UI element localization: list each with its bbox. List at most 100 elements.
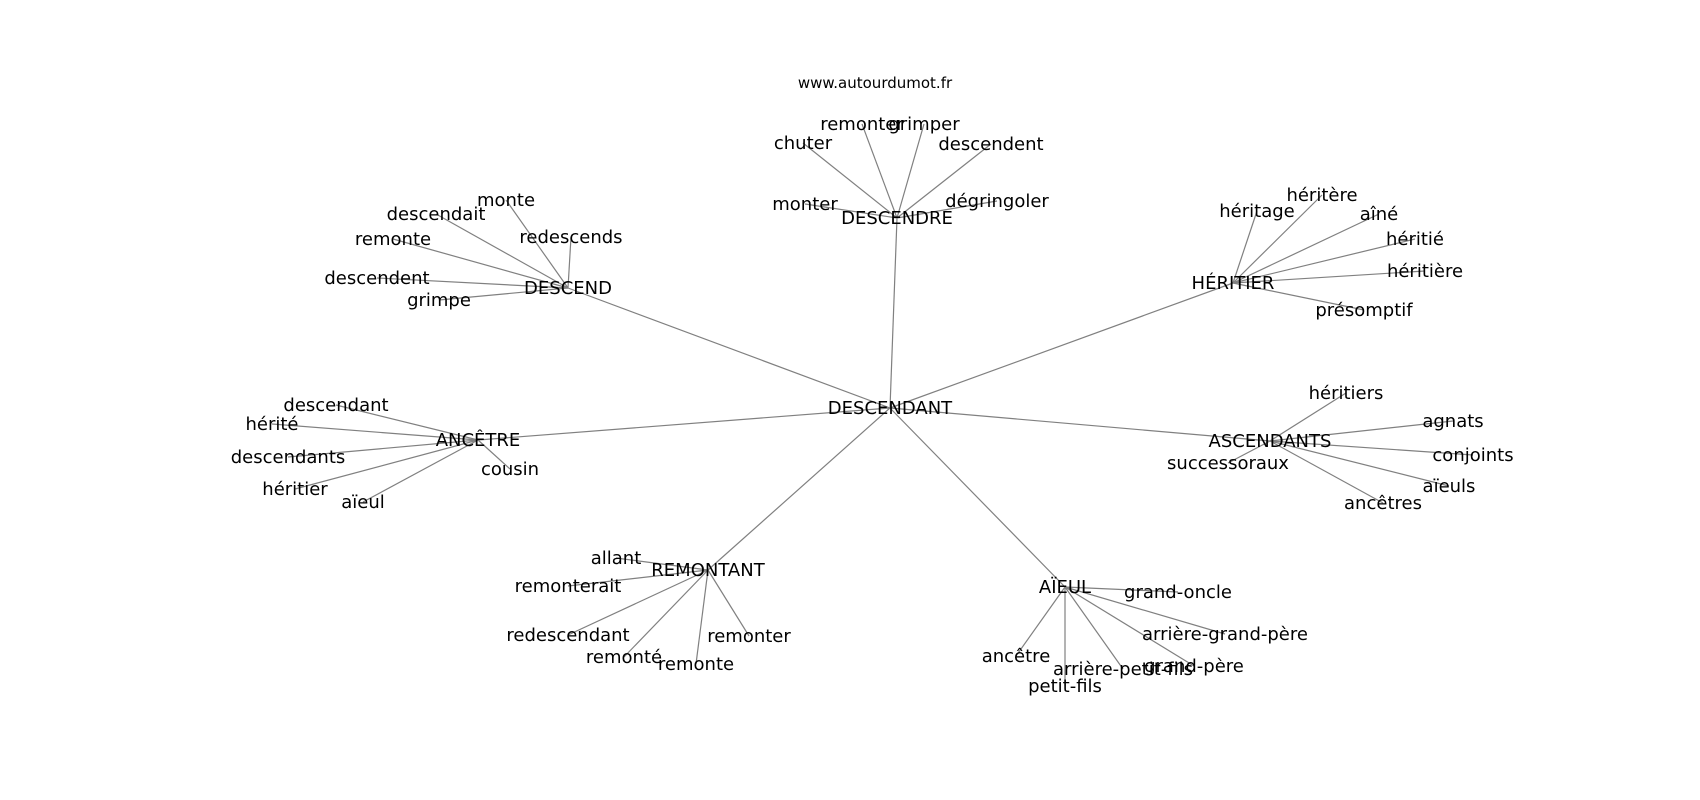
word-node-label: remonte bbox=[658, 654, 734, 675]
word-node-label: redescends bbox=[519, 227, 622, 248]
word-node-label: ancêtre bbox=[982, 646, 1051, 667]
edge-hub-to-word bbox=[392, 238, 569, 289]
edge-hub-to-word bbox=[707, 569, 750, 637]
edge-hub-to-word bbox=[1232, 210, 1258, 284]
edge-hub-to-word bbox=[567, 236, 572, 289]
word-node-label: héritière bbox=[1387, 261, 1463, 282]
word-node-label: grimpe bbox=[407, 290, 471, 311]
edge-hub-to-word bbox=[1269, 392, 1347, 442]
hub-node-label: DESCEND bbox=[524, 278, 612, 299]
word-node-label: présomptif bbox=[1315, 300, 1413, 321]
edge-hub-to-word bbox=[1064, 586, 1179, 593]
hub-node-label: ANCÊTRE bbox=[436, 429, 521, 451]
edge-hub-to-word bbox=[362, 439, 479, 503]
word-node-label: petit-fils bbox=[1028, 676, 1102, 697]
edge-hub-to-word bbox=[1064, 586, 1124, 670]
edge-hub-to-word bbox=[438, 287, 569, 301]
edge-hub-to-word bbox=[505, 199, 569, 289]
edge-hub-to-word bbox=[802, 142, 898, 219]
word-node-label: remonterait bbox=[515, 576, 622, 597]
word-node-label: grand-oncle bbox=[1124, 582, 1232, 603]
edge-center-to-hub bbox=[477, 407, 891, 441]
word-node-label: aîné bbox=[1360, 204, 1399, 225]
word-node-label: arrière-petit-fils bbox=[1053, 659, 1193, 680]
edge-hub-to-word bbox=[615, 557, 709, 571]
edge-center-to-hub bbox=[889, 282, 1234, 409]
word-node-label: descendait bbox=[387, 204, 486, 225]
word-node-label: grimper bbox=[888, 114, 960, 135]
edge-hub-to-word bbox=[1232, 270, 1426, 284]
center-node-label: DESCENDANT bbox=[828, 398, 953, 419]
edge-hub-to-word bbox=[1232, 282, 1365, 311]
word-node-label: dégringoler bbox=[945, 191, 1049, 212]
word-node-label: allant bbox=[591, 548, 642, 569]
edge-hub-to-word bbox=[1015, 586, 1066, 657]
word-node-label: remonter bbox=[707, 626, 791, 647]
edge-center-to-hub bbox=[889, 217, 898, 409]
word-node-label: hérité bbox=[245, 414, 298, 435]
edge-center-to-hub bbox=[889, 407, 1271, 442]
word-node-label: héritiers bbox=[1309, 383, 1384, 404]
edge-hub-to-word bbox=[695, 569, 709, 665]
edge-hub-to-word bbox=[477, 439, 511, 470]
edges-layer bbox=[271, 123, 1474, 686]
hub-node-label: AÏEUL bbox=[1039, 577, 1091, 598]
edge-hub-to-word bbox=[1269, 440, 1474, 456]
word-node-label: ancêtres bbox=[1344, 493, 1422, 514]
word-node-label: cousin bbox=[481, 459, 539, 480]
edge-hub-to-word bbox=[1269, 420, 1454, 442]
edge-hub-to-word bbox=[861, 123, 898, 219]
edge-hub-to-word bbox=[896, 123, 925, 219]
word-node-label: héritère bbox=[1286, 185, 1357, 206]
edge-hub-to-word bbox=[1064, 586, 1195, 667]
edge-hub-to-word bbox=[1269, 440, 1450, 487]
edge-hub-to-word bbox=[896, 200, 998, 219]
edge-hub-to-word bbox=[804, 203, 898, 219]
edge-hub-to-word bbox=[287, 439, 479, 458]
hub-node-label: DESCENDRE bbox=[841, 208, 953, 229]
word-node-label: remonte bbox=[355, 229, 431, 250]
edge-center-to-hub bbox=[567, 287, 891, 409]
edge-hub-to-word bbox=[435, 213, 569, 289]
hub-node-label: REMONTANT bbox=[651, 560, 765, 581]
edge-hub-to-word bbox=[376, 277, 569, 289]
edge-hub-to-word bbox=[294, 439, 479, 490]
word-node-label: agnats bbox=[1422, 411, 1483, 432]
edge-hub-to-word bbox=[896, 143, 992, 219]
word-node-label: descendants bbox=[231, 447, 346, 468]
edge-hub-to-word bbox=[335, 404, 479, 441]
hub-node-label: HÉRITIER bbox=[1192, 272, 1275, 294]
edge-center-to-hub bbox=[889, 407, 1066, 588]
word-node-label: monter bbox=[772, 194, 838, 215]
word-node-label: aïeul bbox=[341, 492, 385, 513]
word-node-label: héritier bbox=[262, 479, 328, 500]
word-node-label: descendent bbox=[324, 268, 429, 289]
word-node-label: grand-père bbox=[1144, 656, 1244, 677]
edge-hub-to-word bbox=[1064, 586, 1226, 635]
edge-hub-to-word bbox=[1232, 213, 1380, 284]
word-node-label: chuter bbox=[774, 133, 833, 154]
edge-center-to-hub bbox=[707, 407, 891, 571]
edge-hub-to-word bbox=[1232, 194, 1323, 284]
word-node-label: remonté bbox=[586, 647, 662, 668]
word-node-label: monte bbox=[477, 190, 535, 211]
word-node-label: descendant bbox=[283, 395, 388, 416]
word-node-label: remonter bbox=[820, 114, 904, 135]
edge-hub-to-word bbox=[567, 569, 709, 636]
word-node-label: héritage bbox=[1219, 201, 1294, 222]
word-node-label: aïeuls bbox=[1423, 476, 1476, 497]
word-node-label: successoraux bbox=[1167, 453, 1289, 474]
edge-hub-to-word bbox=[623, 569, 709, 658]
word-node-label: arrière-grand-père bbox=[1142, 624, 1308, 645]
hub-node-label: ASCENDANTS bbox=[1209, 431, 1332, 452]
edge-hub-to-word bbox=[567, 569, 709, 587]
word-node-label: héritié bbox=[1386, 229, 1444, 250]
edge-hub-to-word bbox=[1227, 440, 1271, 464]
word-node-label: descendent bbox=[938, 134, 1043, 155]
labels-layer: DESCENDANTDESCENDREchuterremontergrimper… bbox=[231, 114, 1514, 697]
edge-hub-to-word bbox=[271, 423, 479, 441]
source-website-label: www.autourdumot.fr bbox=[798, 74, 953, 92]
word-node-label: redescendant bbox=[506, 625, 629, 646]
word-node-label: conjoints bbox=[1432, 445, 1513, 466]
